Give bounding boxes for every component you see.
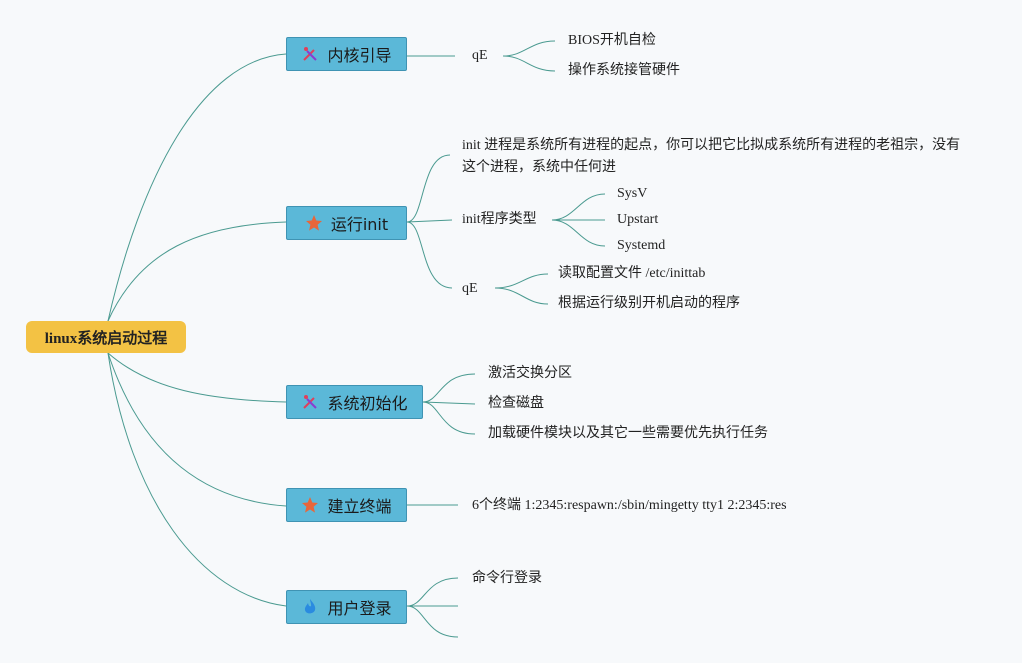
leaf-sysv[interactable]: SysV bbox=[617, 186, 648, 201]
connector-root-b3 bbox=[107, 352, 287, 403]
leaf-upstart[interactable]: Upstart bbox=[617, 212, 659, 227]
leaf-init-description[interactable]: init 进程是系统所有进程的起点，你可以把它比拟成系统所有进程的老祖宗，没有这… bbox=[462, 138, 961, 175]
branch-user-login[interactable]: 用户登录 bbox=[286, 590, 407, 624]
leaf-os-takeover[interactable]: 操作系统接管硬件 bbox=[568, 63, 680, 78]
star-icon bbox=[302, 497, 319, 513]
leaf-bios-check[interactable]: BIOS开机自检 bbox=[568, 33, 656, 48]
tools-icon bbox=[303, 395, 318, 409]
branch-kernel-boot[interactable]: 内核引导 bbox=[286, 37, 407, 71]
branch-label: 内核引导 bbox=[327, 46, 392, 65]
leaf-cli-login[interactable]: 命令行登录 bbox=[472, 571, 542, 586]
connector-root-b5 bbox=[107, 352, 287, 607]
leaf-read-inittab[interactable]: 读取配置文件 /etc/inittab bbox=[558, 266, 706, 281]
node-qe-2[interactable]: qE bbox=[462, 281, 478, 296]
tools-icon bbox=[303, 47, 318, 61]
leaf-load-modules[interactable]: 加载硬件模块以及其它一些需要优先执行任务 bbox=[488, 426, 768, 441]
star-icon bbox=[305, 215, 322, 231]
leaf-systemd[interactable]: Systemd bbox=[617, 238, 666, 253]
connector-root-b4 bbox=[107, 352, 287, 507]
root-label: linux系统启动过程 bbox=[44, 330, 168, 347]
branch-system-init[interactable]: 系统初始化 bbox=[286, 385, 423, 419]
leaf-runlevel-programs[interactable]: 根据运行级别开机启动的程序 bbox=[558, 296, 740, 311]
connector-root-b1 bbox=[107, 53, 287, 322]
node-init-types[interactable]: init程序类型 bbox=[462, 212, 537, 227]
branch-terminal[interactable]: 建立终端 bbox=[286, 488, 407, 522]
connector-root-b2 bbox=[107, 221, 287, 322]
root-node[interactable]: linux系统启动过程 bbox=[26, 321, 186, 353]
branch-label: 系统初始化 bbox=[327, 394, 408, 413]
node-qe-1[interactable]: qE bbox=[472, 48, 488, 63]
branch-label: 建立终端 bbox=[327, 497, 392, 516]
branch-label: 运行init bbox=[330, 215, 389, 234]
leaf-terminals[interactable]: 6个终端 1:2345:respawn:/sbin/mingetty tty1 … bbox=[472, 498, 787, 513]
branch-label: 用户登录 bbox=[327, 599, 392, 618]
leaf-swap[interactable]: 激活交换分区 bbox=[488, 366, 572, 381]
branch-run-init[interactable]: 运行init bbox=[286, 206, 407, 240]
leaf-disk-check[interactable]: 检查磁盘 bbox=[488, 396, 544, 411]
fire-icon bbox=[305, 599, 316, 614]
